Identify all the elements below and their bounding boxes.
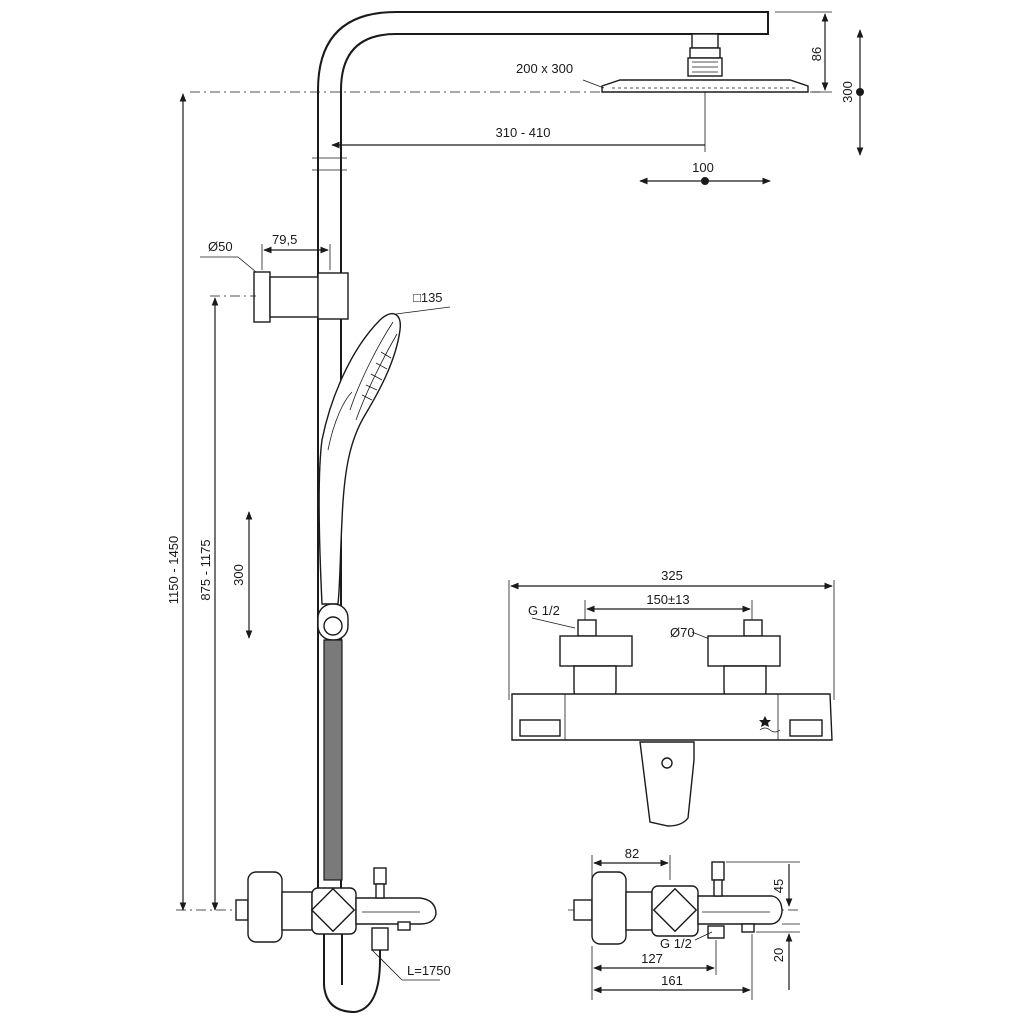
escutcheon-diameter-label: Ø70 — [670, 625, 695, 640]
holder-height-label: 875 - 1175 — [198, 539, 213, 600]
hand-shower — [317, 306, 451, 641]
mixer-width-label: 325 — [661, 568, 683, 583]
shower-hose — [323, 639, 440, 1014]
overhead-shower-head — [601, 33, 809, 93]
arm-reach-label: 310 - 410 — [496, 125, 551, 140]
side-depth-label: 82 — [625, 846, 639, 861]
head-dimension-lines — [331, 11, 864, 185]
shower-column — [190, 11, 820, 892]
mixer-side-view — [568, 855, 800, 1000]
head-height-label: 86 — [809, 47, 824, 61]
holder-offset-label: 79,5 — [272, 232, 297, 247]
inlet-thread-label: G 1/2 — [528, 603, 560, 618]
head-slide-label: 100 — [692, 160, 714, 175]
hose-length-label: L=1750 — [407, 963, 451, 978]
side-spout-b-label: 161 — [661, 973, 683, 988]
column-mixer — [235, 867, 437, 951]
side-bottom-label: 20 — [771, 948, 786, 962]
slide-range-label: 300 — [231, 564, 246, 586]
hand-shower-holder — [200, 244, 349, 323]
height-dimension-lines — [176, 93, 253, 911]
inlet-spacing-label: 150±13 — [646, 592, 689, 607]
side-spout-a-label: 127 — [641, 951, 663, 966]
mixer-front-view — [508, 580, 835, 827]
head-size-label: 200 x 300 — [516, 61, 573, 76]
holder-diameter-label: Ø50 — [208, 239, 233, 254]
hand-shower-size-label: □135 — [413, 290, 443, 305]
head-adjust-label: 300 — [840, 81, 855, 103]
rail-height-label: 1150 - 1450 — [166, 536, 181, 604]
side-top-label: 45 — [771, 879, 786, 893]
side-thread-label: G 1/2 — [660, 936, 692, 951]
